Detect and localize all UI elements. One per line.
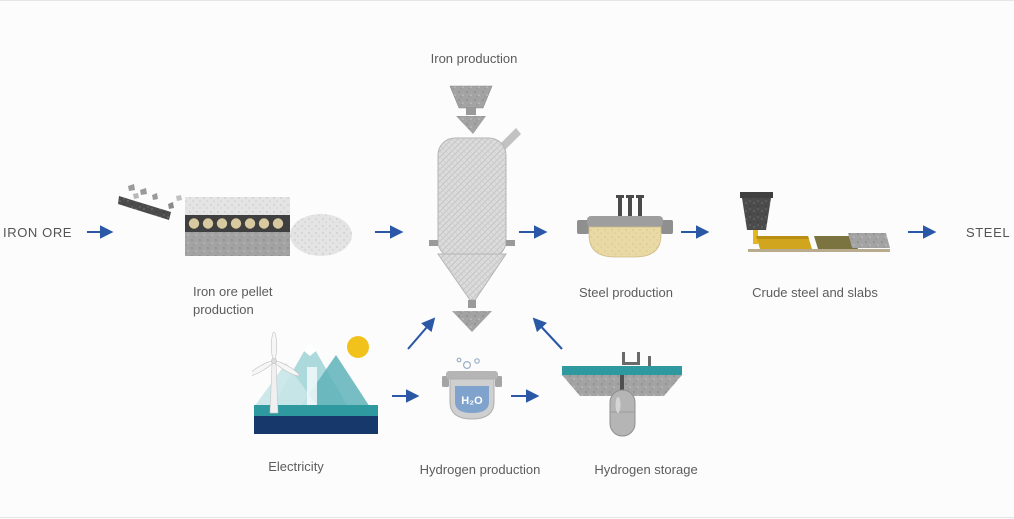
molten-steel-stream-icon (753, 230, 758, 244)
feed-chute-icon (118, 196, 171, 220)
electricity-illustration (252, 331, 378, 434)
h2o-label: H₂O (461, 395, 483, 407)
top-border-line (0, 0, 1014, 1)
hydrogen-production-illustration: H₂O (442, 357, 502, 420)
steel-slabs-icon (748, 233, 890, 252)
casting-mold-icon (740, 192, 773, 244)
iron-production-label: Iron production (430, 51, 518, 66)
crude-steel-illustration (740, 192, 890, 252)
ladle-furnace-icon (577, 195, 673, 258)
hydrogen-production-label: Hydrogen production (419, 462, 541, 477)
steel-production-illustration (577, 195, 673, 258)
arrow-storage-to-furnace (532, 317, 563, 350)
hydrogen-storage-illustration (562, 352, 682, 437)
steel-label: STEEL (966, 225, 1011, 240)
storage-tank-icon (609, 389, 636, 437)
iron-production-illustration (429, 85, 521, 332)
pellet-production-label: Iron ore pellet production (193, 284, 273, 317)
mountains-icon (254, 341, 370, 407)
arrow-h2prod-to-furnace (407, 317, 436, 350)
water-icon (455, 386, 489, 413)
iron-ore-label: IRON ORE (3, 225, 73, 240)
surface-piping-icon (622, 352, 651, 366)
tank-pipe-icon (620, 375, 624, 392)
waterfall-icon (307, 367, 317, 407)
pellet-machine-icon (185, 197, 290, 256)
sea-navy-band-icon (254, 416, 378, 434)
bubbles-icon (456, 357, 480, 370)
electrolysis-beaker-icon: H₂O (442, 371, 502, 420)
bottom-border-line (0, 517, 1014, 518)
crude-steel-label: Crude steel and slabs (752, 285, 878, 300)
ore-chunks-icon (128, 184, 182, 209)
wind-turbine-icon (252, 331, 300, 414)
steel-production-label: Steel production (579, 285, 673, 300)
shaft-furnace-icon (429, 85, 521, 332)
sun-icon (347, 336, 369, 358)
pellet-pile-icon (290, 214, 352, 256)
hydrogen-storage-label: Hydrogen storage (594, 462, 698, 477)
pellet-production-illustration (118, 184, 352, 256)
sea-teal-band-icon (254, 405, 378, 416)
electricity-label: Electricity (268, 459, 324, 474)
